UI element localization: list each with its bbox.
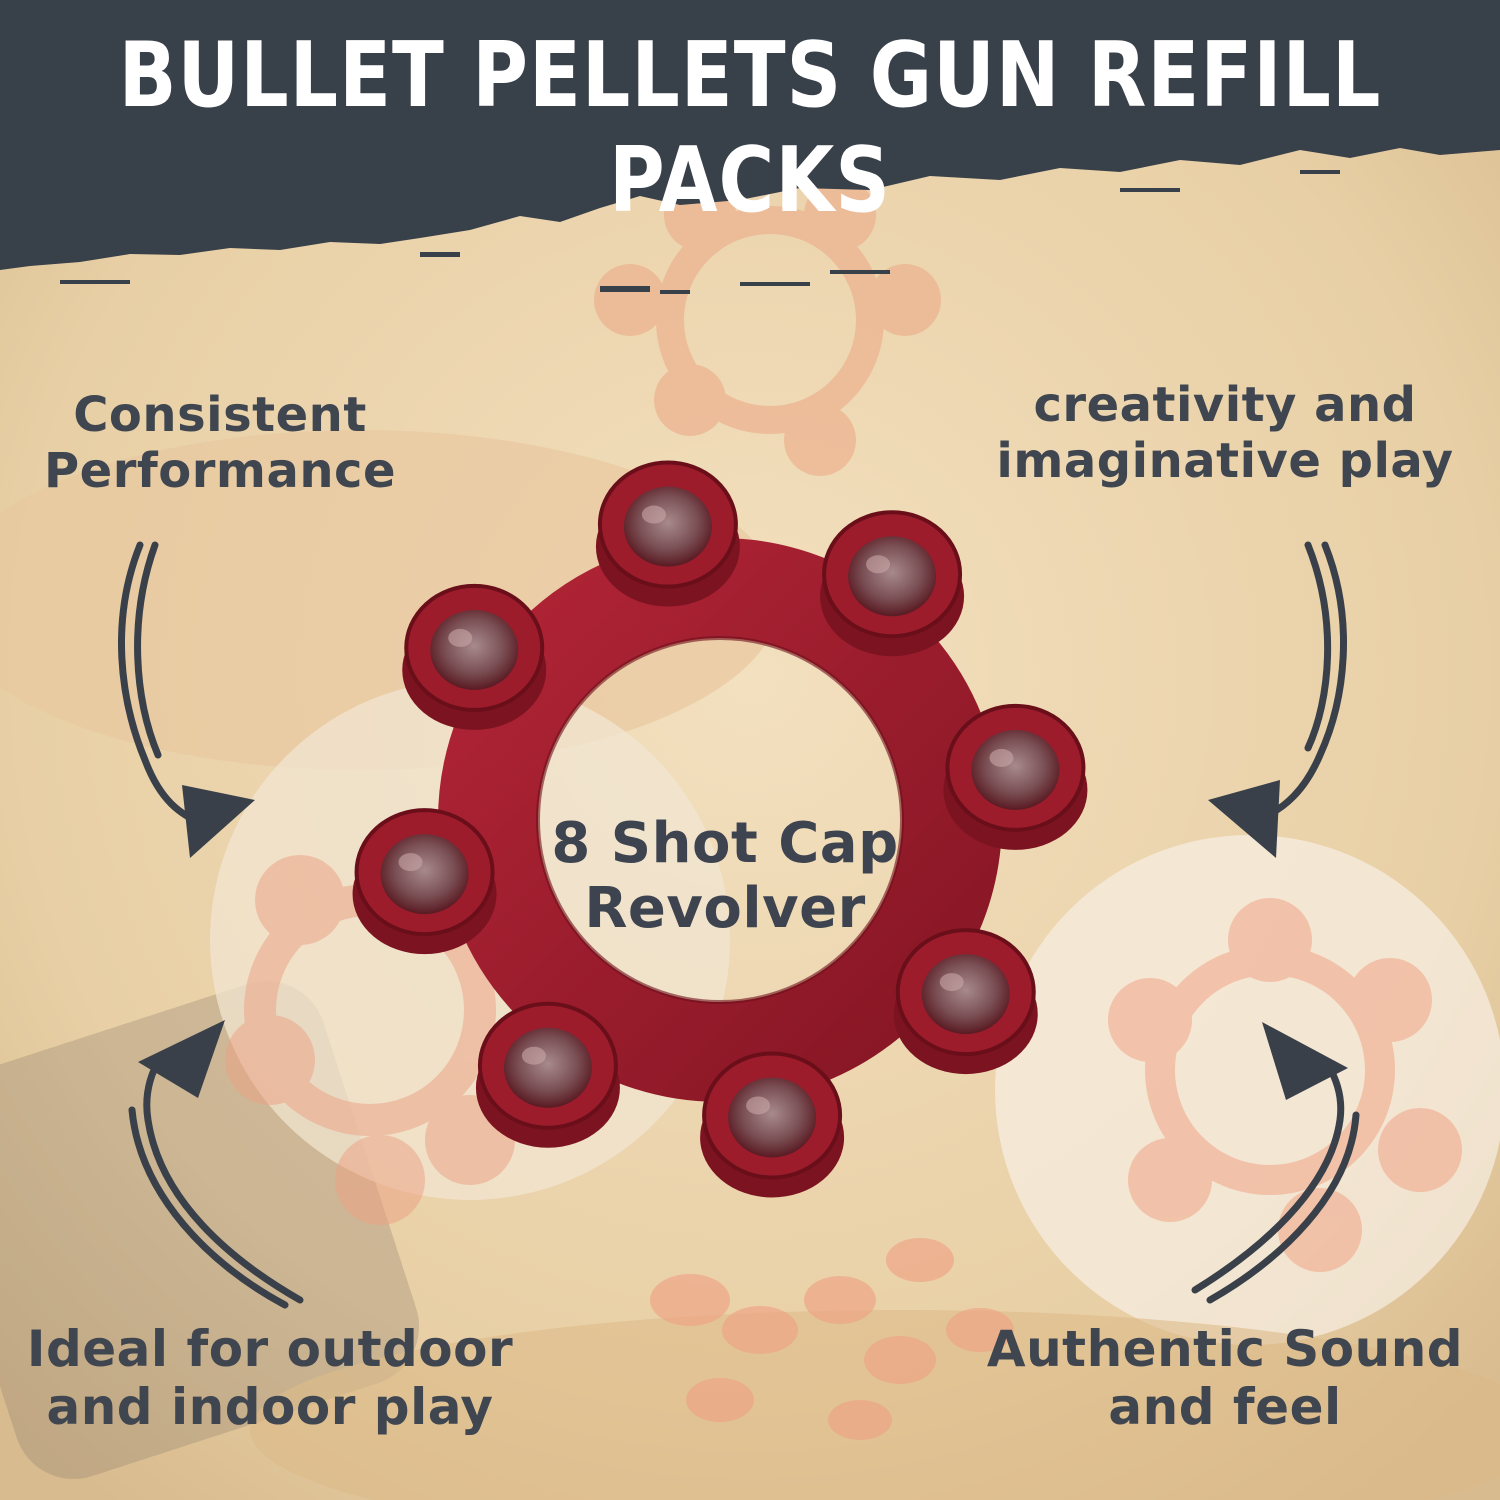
pellet-highlight xyxy=(989,748,1014,767)
shot-pellet xyxy=(848,536,937,617)
ring-body xyxy=(352,460,1088,1198)
feature-consistent-performance: Consistent Performance xyxy=(43,387,397,499)
faded-ring-left xyxy=(225,855,515,1225)
header-banner xyxy=(0,0,1500,270)
shot-pellet xyxy=(921,954,1010,1035)
curved-arrow-icon xyxy=(128,1020,304,1309)
pellet-highlight xyxy=(939,973,964,992)
shot-pellet xyxy=(623,486,712,567)
curved-arrow-icon xyxy=(1191,1022,1360,1304)
pellet-highlight xyxy=(866,555,891,574)
feature-outdoor-indoor: Ideal for outdoor and indoor play xyxy=(26,1320,514,1436)
shot-pellet xyxy=(380,834,469,915)
product-label: 8 Shot Cap Revolver xyxy=(551,811,899,941)
feature-creativity: creativity and imaginative play xyxy=(996,377,1454,489)
shot-pellet xyxy=(728,1077,817,1158)
pellet-highlight xyxy=(398,853,423,872)
blurred-disc-right xyxy=(995,835,1500,1345)
page-title: BULLET PELLETS GUN REFILL PACKS xyxy=(118,22,1382,233)
ring-band xyxy=(438,538,1002,1102)
feature-authentic-sound: Authentic Sound and feel xyxy=(986,1320,1464,1436)
banner-specks xyxy=(60,170,1340,294)
shot-pellet xyxy=(503,1027,592,1108)
pellet-highlight xyxy=(641,505,666,524)
curved-arrow-icon xyxy=(1208,541,1347,858)
cap-ring xyxy=(352,460,1088,1198)
faded-ring-right xyxy=(1108,898,1462,1272)
pellet-highlight xyxy=(746,1096,771,1115)
pellet-highlight xyxy=(521,1046,546,1065)
curved-arrow-icon xyxy=(118,541,255,858)
pellet-highlight xyxy=(448,628,473,647)
shot-pellet xyxy=(430,609,519,690)
ring-inner-edge xyxy=(536,636,904,1004)
shot-pellet xyxy=(971,729,1060,810)
faded-ring-top xyxy=(594,179,941,476)
scattered-pellets xyxy=(650,1238,1014,1440)
